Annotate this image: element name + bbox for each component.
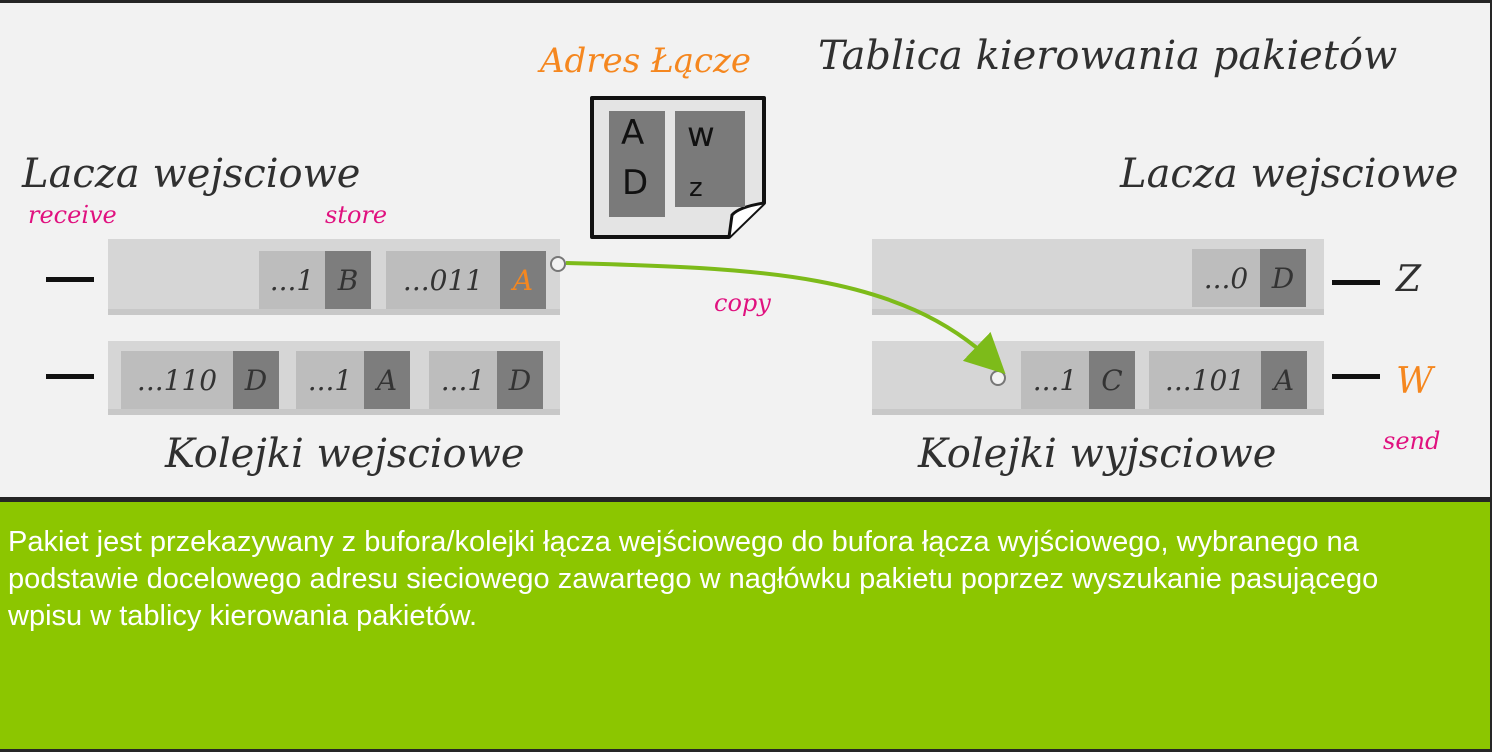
packet-address: ...0 xyxy=(1192,249,1260,307)
packet-link: D xyxy=(497,351,543,409)
packet-link: D xyxy=(233,351,279,409)
copy-annotation: copy xyxy=(714,289,771,317)
packet: ...1 C xyxy=(1021,351,1135,409)
routing-table-card: A w D z xyxy=(589,95,767,240)
packet: ...1 D xyxy=(429,351,543,409)
packet-link: C xyxy=(1089,351,1135,409)
address-column xyxy=(609,111,665,217)
routing-table-title: Tablica kierowania pakietów xyxy=(818,33,1398,79)
packet-link: D xyxy=(1260,249,1306,307)
packet: ...0 D xyxy=(1192,249,1306,307)
packet-link: B xyxy=(325,251,371,309)
table-row-1-link: w xyxy=(687,115,715,155)
copy-arrow xyxy=(565,261,1006,375)
input-links-label: Lacza wejsciowe xyxy=(22,151,361,197)
packet: ...1 A xyxy=(296,351,410,409)
output-link-w-label: W xyxy=(1396,361,1434,402)
output-queues-label: Kolejki wyjsciowe xyxy=(918,431,1277,477)
packet-link: A xyxy=(500,251,546,309)
send-annotation: send xyxy=(1383,427,1441,455)
queue-head-marker xyxy=(550,256,566,272)
packet-highlighted: ...011 A xyxy=(386,251,546,309)
receive-annotation: receive xyxy=(28,201,117,229)
table-row-2-address: D xyxy=(622,163,649,203)
output-link-z-wire xyxy=(1332,280,1380,285)
packet-address: ...101 xyxy=(1149,351,1261,409)
output-link-z-label: Z xyxy=(1396,259,1422,300)
packet-address: ...1 xyxy=(296,351,364,409)
packet-address: ...1 xyxy=(1021,351,1089,409)
link-column xyxy=(675,111,745,207)
table-row-1-address: A xyxy=(621,113,645,153)
table-header-label: Adres Łącze xyxy=(540,41,752,81)
packet-address: ...1 xyxy=(429,351,497,409)
store-annotation: store xyxy=(325,201,388,229)
packet: ...101 A xyxy=(1149,351,1307,409)
packet-address: ...1 xyxy=(259,251,325,309)
input-link-2-wire xyxy=(46,374,94,379)
packet-address: ...110 xyxy=(121,351,233,409)
packet-link: A xyxy=(1261,351,1307,409)
packet: ...110 D xyxy=(121,351,279,409)
output-links-label: Lacza wejsciowe xyxy=(1120,151,1459,197)
caption-text: Pakiet jest przekazywany z bufora/kolejk… xyxy=(8,526,1379,632)
table-row-2-link: z xyxy=(689,173,703,203)
packet-address: ...011 xyxy=(386,251,500,309)
caption-panel: Pakiet jest przekazywany z bufora/kolejk… xyxy=(0,502,1490,749)
routing-diagram: Tablica kierowania pakietów Adres Łącze … xyxy=(0,3,1490,497)
input-queues-label: Kolejki wejsciowe xyxy=(165,431,525,477)
input-link-1-wire xyxy=(46,277,94,282)
output-link-w-wire xyxy=(1332,374,1380,379)
packet: ...1 B xyxy=(259,251,371,309)
packet-link: A xyxy=(364,351,410,409)
